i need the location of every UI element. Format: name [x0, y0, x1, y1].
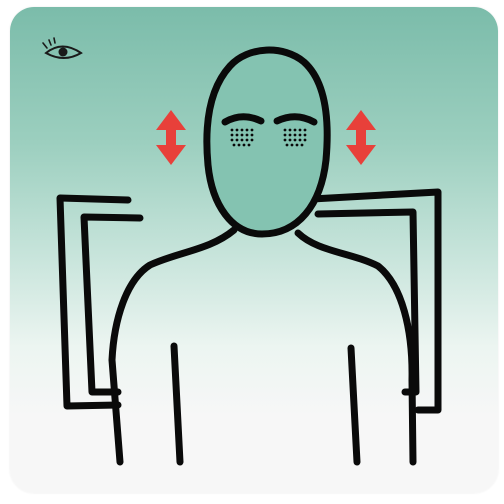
up-down-arrow-icon	[156, 110, 186, 165]
left-arm-line	[174, 346, 180, 462]
up-down-arrow-icon	[346, 110, 376, 165]
eye-icon	[43, 38, 81, 58]
right-arm-line	[351, 348, 357, 462]
head	[207, 50, 327, 234]
